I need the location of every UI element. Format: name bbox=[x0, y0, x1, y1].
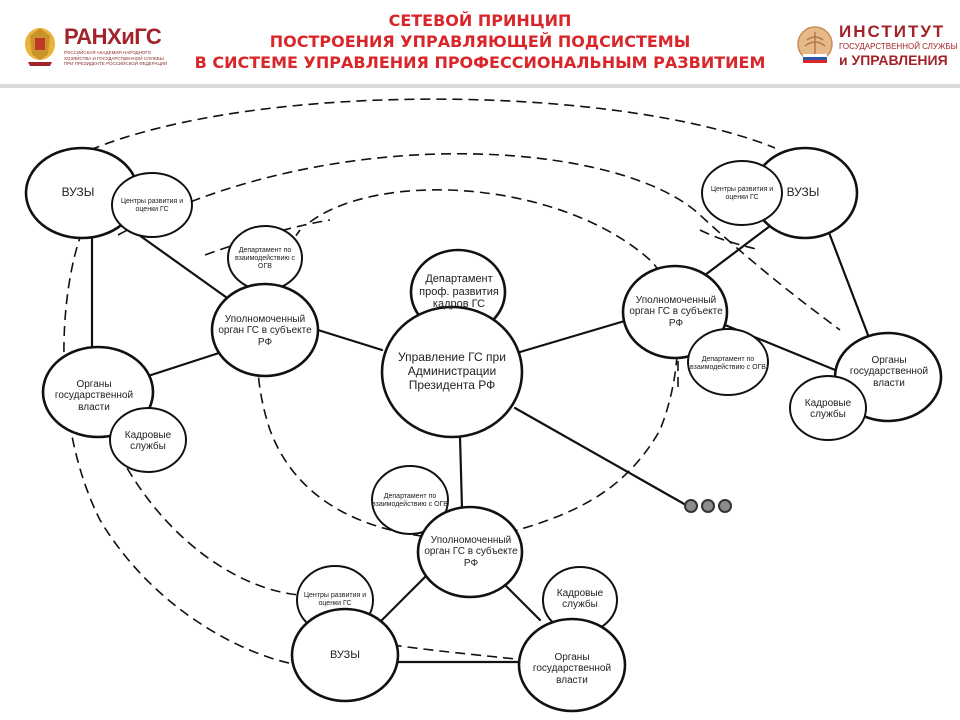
middle-dashed-left bbox=[111, 439, 301, 596]
label-left-centers: Центры развития и оценки ГС bbox=[120, 197, 184, 213]
label-right-dept: Департамент по взаимодействию с ОГВ bbox=[690, 355, 766, 371]
institute-logo: ИНСТИТУТ ГОСУДАРСТВЕННОЙ СЛУЖБЫ и УПРАВЛ… bbox=[795, 22, 958, 72]
network-diagram: ВУЗЫ Центры развития и оценки ГС Департа… bbox=[0, 88, 960, 720]
label-left-kadry: Кадровые службы bbox=[124, 429, 172, 453]
node-left-kadry bbox=[109, 407, 187, 473]
edge-bottom-upol-vuzy bbox=[378, 570, 432, 624]
ellipsis-dot-2 bbox=[701, 499, 715, 513]
eagle-emblem-icon bbox=[25, 28, 55, 66]
diagram-canvas bbox=[24, 98, 943, 713]
edge-left-organy-upol bbox=[146, 350, 224, 378]
header-divider bbox=[0, 84, 960, 88]
ellipsis-dot-1 bbox=[684, 499, 698, 513]
inner-dashed-to-center-dept bbox=[204, 219, 331, 256]
title-line-3: В СИСТЕМЕ УПРАВЛЕНИЯ ПРОФЕССИОНАЛЬНЫМ РА… bbox=[194, 53, 766, 72]
middle-dashed-arc bbox=[117, 152, 841, 331]
node-left-upol bbox=[210, 282, 320, 378]
label-bottom-organy: Органы государственной власти bbox=[532, 651, 612, 686]
edge-left-vuzy-upol bbox=[123, 223, 232, 302]
label-right-centers: Центры развития и оценки ГС bbox=[710, 185, 774, 201]
ranepa-logo: РАНХиГС РОССИЙСКАЯ АКАДЕМИЯ НАРОДНОГО ХО… bbox=[20, 22, 170, 72]
label-left-vuzy: ВУЗЫ bbox=[61, 185, 95, 200]
label-bottom-dept: Департамент по взаимодействию с ОГВ bbox=[372, 492, 448, 508]
label-left-dept: Департамент по взаимодействию с ОГВ bbox=[234, 246, 296, 271]
institute-line-2: ГОСУДАРСТВЕННОЙ СЛУЖБЫ bbox=[839, 42, 958, 51]
label-bottom-vuzy: ВУЗЫ bbox=[329, 648, 361, 661]
slide-header: РАНХиГС РОССИЙСКАЯ АКАДЕМИЯ НАРОДНОГО ХО… bbox=[0, 0, 960, 88]
right-dashed-vuzy bbox=[699, 229, 761, 251]
edge-center-bottom-upol bbox=[458, 435, 464, 510]
edge-bottom-upol-organy bbox=[503, 583, 542, 622]
label-bottom-centers: Центры развития и оценки ГС bbox=[303, 591, 367, 607]
ranepa-subtitle: РОССИЙСКАЯ АКАДЕМИЯ НАРОДНОГО ХОЗЯЙСТВА … bbox=[64, 50, 168, 66]
institute-line-1: ИНСТИТУТ bbox=[839, 22, 946, 41]
label-right-upol: Уполномоченный орган ГС в субъекте РФ bbox=[629, 294, 723, 329]
ellipsis-dot-3 bbox=[718, 499, 732, 513]
label-left-upol: Уполномоченный орган ГС в субъекте РФ bbox=[218, 313, 312, 348]
edge-center-right-upol bbox=[518, 318, 630, 354]
label-right-kadry: Кадровые службы bbox=[804, 397, 852, 421]
label-right-organy: Органы государственной власти bbox=[849, 354, 929, 389]
node-left-centers bbox=[111, 172, 193, 238]
edge-left-upol-center bbox=[316, 328, 384, 352]
node-bottom-dept bbox=[371, 465, 449, 535]
node-right-centers bbox=[701, 160, 783, 226]
label-left-organy: Органы государственной власти bbox=[54, 378, 134, 413]
node-center bbox=[380, 305, 524, 439]
label-right-vuzy: ВУЗЫ bbox=[786, 185, 820, 200]
label-center: Управление ГС при Администрации Президен… bbox=[398, 350, 506, 392]
page-title: СЕТЕВОЙ ПРИНЦИП ПОСТРОЕНИЯ УПРАВЛЯЮЩЕЙ П… bbox=[170, 10, 790, 73]
outer-dashed-arc bbox=[63, 231, 301, 666]
outer-dashed-arc-top bbox=[89, 98, 776, 151]
edge-right-vuzy-organy bbox=[826, 228, 870, 337]
node-bottom-organy bbox=[517, 617, 627, 713]
tree-book-emblem-icon bbox=[797, 26, 833, 63]
edge-center-ellipsis bbox=[513, 406, 688, 507]
node-bottom-upol bbox=[416, 505, 524, 599]
node-right-kadry bbox=[789, 375, 867, 441]
ranepa-brand: РАНХиГС bbox=[64, 24, 162, 49]
node-right-upol bbox=[621, 264, 729, 360]
label-center-dept: Департамент проф. развития кадров ГС bbox=[419, 273, 499, 311]
edge-right-upol-vuzy bbox=[703, 224, 772, 277]
title-line-1: СЕТЕВОЙ ПРИНЦИП bbox=[388, 11, 572, 30]
label-bottom-upol: Уполномоченный орган ГС в субъекте РФ bbox=[424, 534, 518, 569]
ellipsis-dots bbox=[684, 499, 732, 513]
title-line-2: ПОСТРОЕНИЯ УПРАВЛЯЮЩЕЙ ПОДСИСТЕМЫ bbox=[269, 32, 691, 51]
node-bottom-vuzy bbox=[290, 607, 400, 703]
label-bottom-kadry: Кадровые службы bbox=[556, 587, 604, 611]
node-right-dept bbox=[687, 328, 769, 396]
institute-line-3: и УПРАВЛЕНИЯ bbox=[839, 52, 948, 68]
